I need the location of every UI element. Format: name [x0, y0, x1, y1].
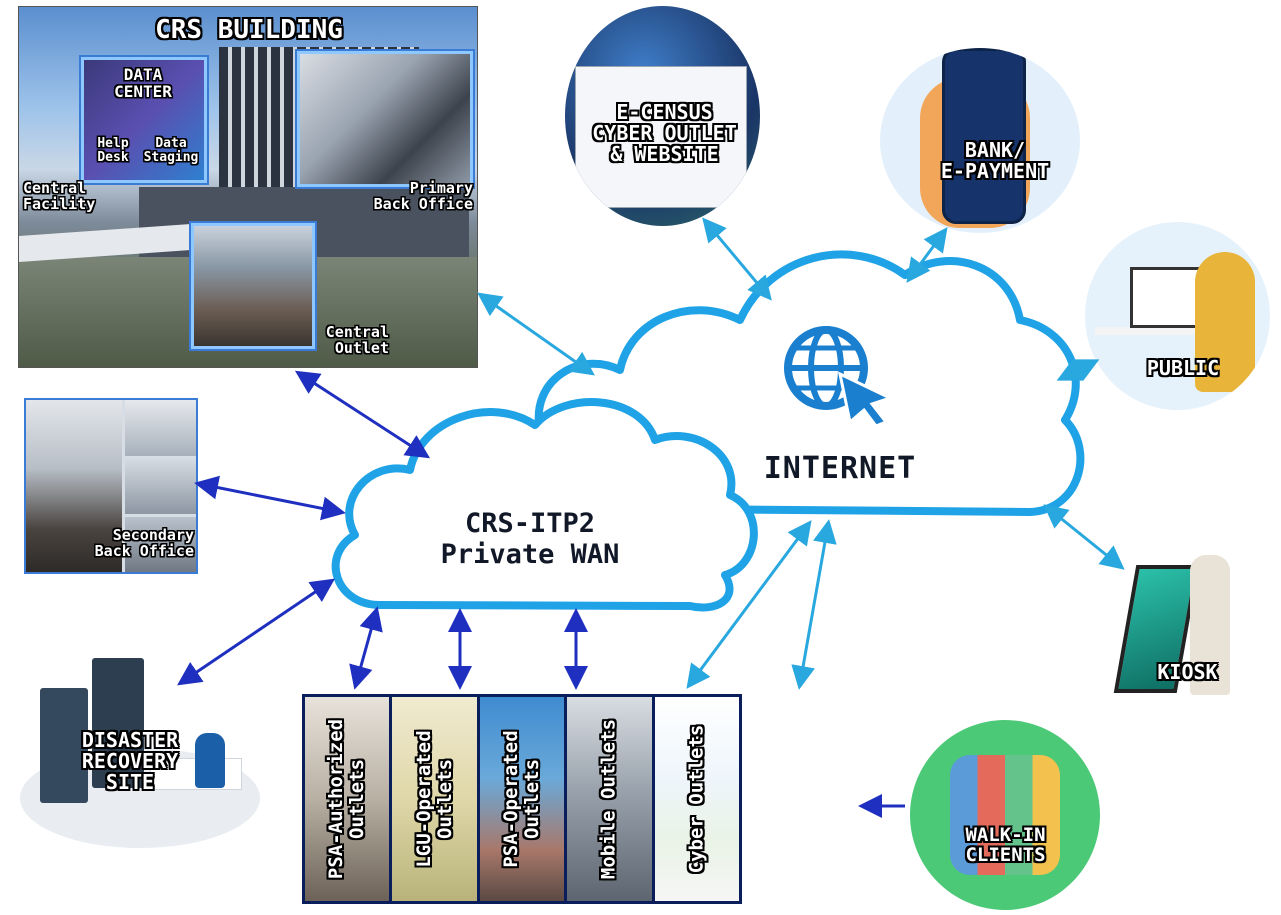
crs-building-title: CRS BUILDING [155, 15, 343, 45]
primary-back-office-label: Primary Back Office [373, 179, 473, 213]
arrow-public-internet [1056, 359, 1100, 381]
crs-building-panel: CRS BUILDING DATA CENTER Help Desk Data … [18, 6, 478, 368]
disaster-recovery-site: DISASTER RECOVERY SITE [20, 648, 260, 848]
data-staging-label: Data Staging [143, 136, 199, 165]
data-center-inset [81, 57, 207, 183]
kiosk-person [1190, 555, 1230, 695]
server-rack-1 [40, 688, 88, 803]
dr-person [195, 733, 225, 788]
arrow-outlet1-wan [349, 606, 383, 690]
ecensus-screenshot [575, 66, 747, 208]
server-rack-2 [92, 658, 144, 788]
arrow-mobile-internet [686, 520, 812, 689]
kiosk-illustration [1113, 545, 1245, 705]
public-circle [1085, 222, 1270, 410]
office-photo-mid-right [125, 459, 196, 514]
arrow-crs-internet [477, 292, 595, 376]
outlet-psa-operated: PSA-Operated Outlets [479, 697, 565, 901]
office-photo-top-right [125, 400, 196, 456]
phone-device [942, 48, 1026, 224]
bank-circle [880, 48, 1080, 233]
public-label: PUBLIC [1146, 356, 1220, 380]
office-photo-bottom-right [125, 517, 196, 572]
walk-in-label: WALK-IN CLIENTS [965, 824, 1046, 866]
outlet-lgu-operated: LGU-Operated Outlets [392, 697, 477, 901]
ecensus-label: E-CENSUS CYBER OUTLET & WEBSITE [592, 100, 737, 166]
public-person [1195, 252, 1255, 392]
walk-in-people [950, 755, 1060, 875]
arrow-kiosk-internet [1043, 504, 1125, 570]
central-facility-label: Central Facility [23, 179, 96, 213]
arrow-cyber-internet [791, 519, 837, 690]
globe-icon [784, 326, 894, 428]
bank-label: BANK/ E-PAYMENT [940, 138, 1050, 183]
kiosk-label: KIOSK [1157, 660, 1218, 684]
central-outlet-inset [191, 223, 315, 349]
office-photo-left [26, 400, 122, 572]
arrow-crs-wan [294, 370, 431, 459]
cursor-icon [837, 371, 894, 428]
outlet-cyber: Cyber Outlets [654, 697, 740, 901]
secondary-back-office-panel: Secondary Back Office [24, 398, 198, 574]
outlets-panel: PSA-Authorized Outlets LGU-Operated Outl… [302, 694, 742, 904]
primary-back-office-inset [297, 51, 473, 187]
arrow-secondary-wan [194, 475, 346, 521]
walk-in-circle [910, 720, 1100, 910]
disaster-recovery-label: DISASTER RECOVERY SITE [81, 728, 179, 794]
arrow-dr-wan [177, 578, 335, 686]
ecensus-circle [565, 6, 760, 226]
public-desk [1095, 327, 1245, 335]
help-desk-label: Help Desk [97, 136, 129, 165]
secondary-back-office-label: Secondary Back Office [94, 526, 194, 560]
outlet-mobile: Mobile Outlets [567, 697, 652, 901]
central-outlet-label: Central Outlet [325, 323, 389, 357]
arrow-bank-internet [906, 227, 948, 283]
arrow-ecensus-internet [702, 217, 772, 301]
private-wan-label: CRS-ITP2 Private WAN [440, 508, 620, 571]
outlet-psa-authorized: PSA-Authorized Outlets [305, 697, 390, 901]
data-center-label: DATA CENTER [114, 65, 172, 101]
internet-label: INTERNET [763, 451, 917, 486]
